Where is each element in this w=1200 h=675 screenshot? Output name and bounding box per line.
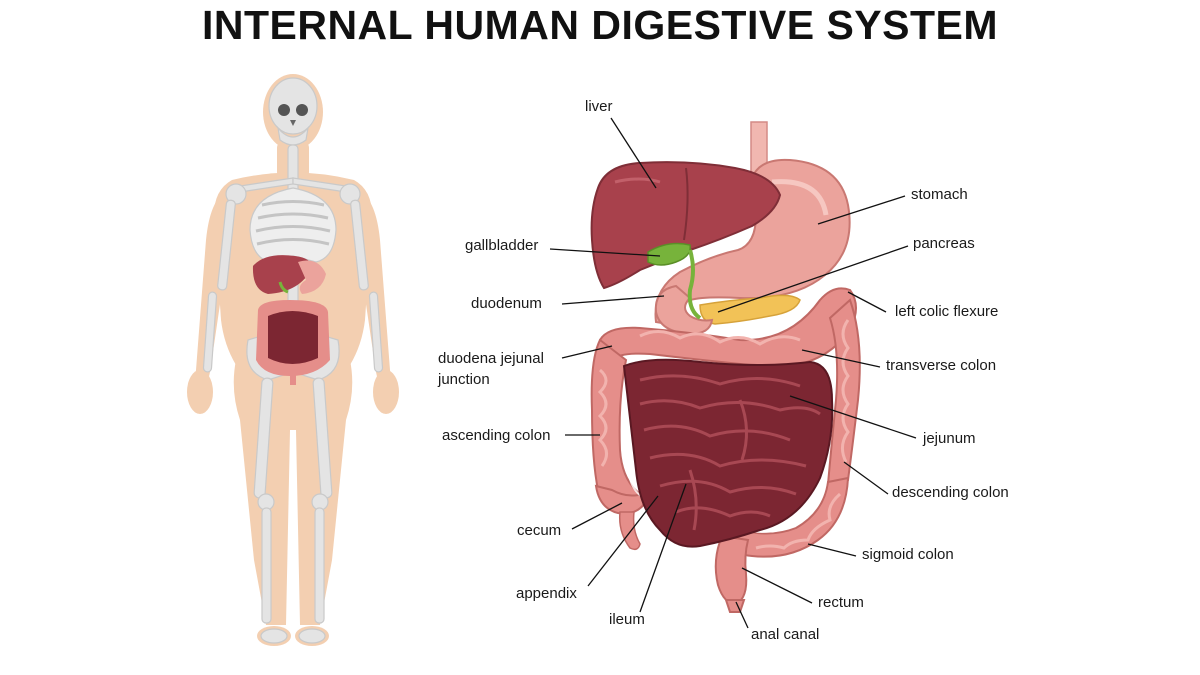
small-intestine [622, 358, 834, 548]
colon-haustra [597, 319, 850, 550]
label-jejunum: jejunum [923, 430, 976, 447]
label-duodenum: duodenum [471, 295, 542, 312]
label-stomach: stomach [911, 186, 968, 203]
label-ileum: ileum [609, 611, 645, 628]
label-descending-colon: descending colon [892, 484, 1009, 501]
appendix [618, 511, 641, 551]
mini-digestive-organs [252, 255, 330, 385]
leader-lines [549, 117, 917, 629]
label-liver: liver [585, 98, 613, 115]
label-transverse-colon: transverse colon [886, 357, 997, 374]
label-gallbladder: gallbladder [465, 237, 539, 254]
label-duodena-jejunal-junction-2: junction [438, 371, 490, 388]
pancreas [699, 294, 801, 325]
label-pancreas: pancreas [913, 235, 975, 252]
label-duodena-jejunal-junction-1: duodena jejunal [438, 350, 544, 367]
label-ascending-colon: ascending colon [442, 427, 551, 444]
page-title: INTERNAL HUMAN DIGESTIVE SYSTEM [201, 2, 999, 48]
human-body-figure [187, 74, 399, 646]
label-left-colic-flexure: left colic flexure [895, 303, 999, 320]
gallbladder [647, 242, 691, 266]
label-rectum: rectum [818, 594, 864, 611]
duodenum [654, 284, 714, 336]
digestive-system-illustration [590, 121, 861, 613]
label-anal-canal: anal canal [751, 626, 820, 643]
label-appendix: appendix [516, 585, 577, 602]
label-sigmoid-colon: sigmoid colon [862, 546, 954, 563]
label-cecum: cecum [517, 522, 562, 539]
